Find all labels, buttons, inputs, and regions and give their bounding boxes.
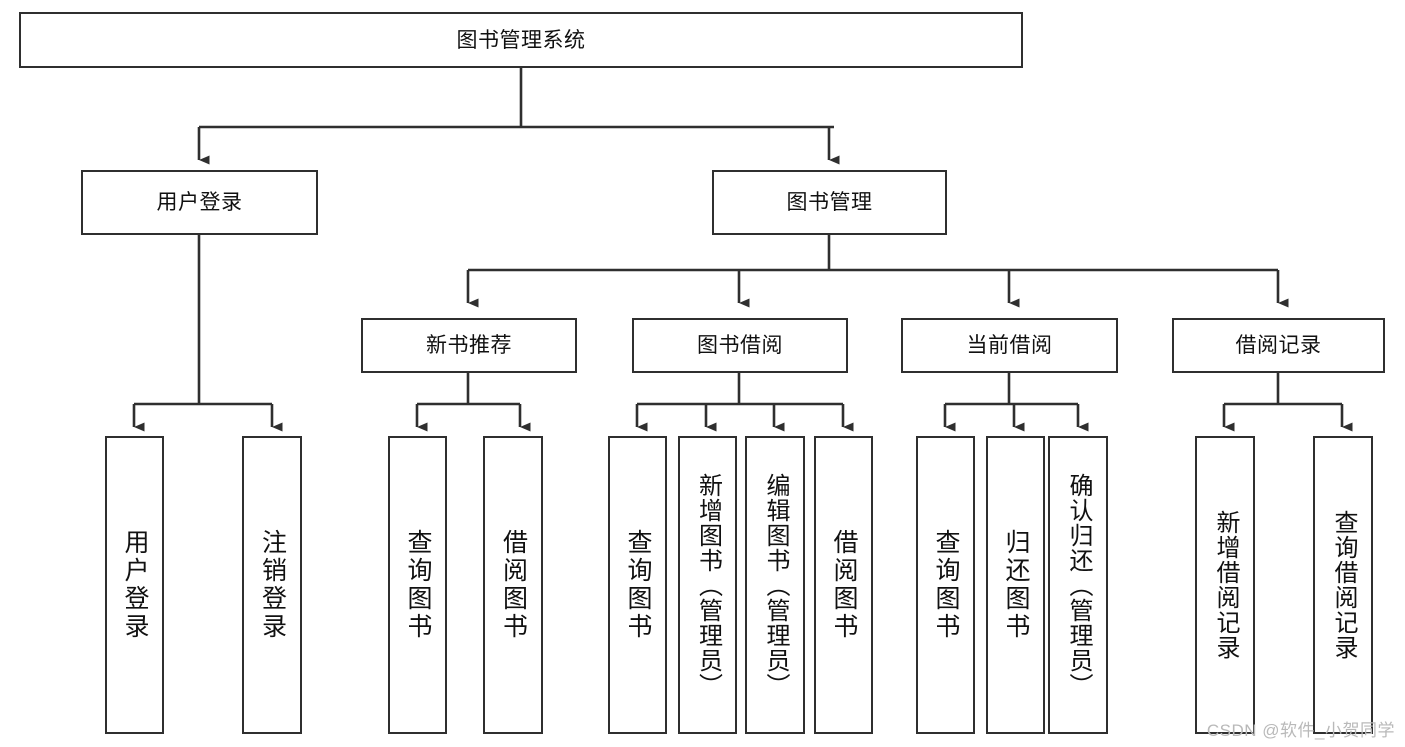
node-leaf-user-login-label: 用户登录	[121, 529, 149, 641]
node-leaf-query-book-3-label: 查询图书	[932, 529, 960, 641]
node-borrow-record-label: 借阅记录	[1235, 334, 1322, 357]
node-leaf-query-book-2-label: 查询图书	[624, 529, 652, 641]
node-current-borrow-label: 当前借阅	[966, 334, 1053, 357]
node-leaf-query-record-label: 查询借阅记录	[1329, 510, 1357, 660]
node-leaf-user-login[interactable]: 用户登录	[105, 436, 164, 734]
node-leaf-add-book-label: 新增图书（管理员）	[694, 472, 722, 698]
node-leaf-borrow-book-1-label: 借阅图书	[499, 529, 528, 641]
node-leaf-add-record-label: 新增借阅记录	[1211, 510, 1239, 660]
node-borrow-record[interactable]: 借阅记录	[1172, 318, 1385, 373]
node-user-login[interactable]: 用户登录	[81, 170, 318, 235]
node-book-borrow-label: 图书借阅	[697, 334, 783, 357]
watermark: CSDN @软件_小贺同学	[1206, 721, 1395, 740]
node-root-label: 图书管理系统	[456, 28, 586, 52]
node-leaf-borrow-book-2[interactable]: 借阅图书	[814, 436, 873, 734]
node-leaf-query-book-1-label: 查询图书	[404, 529, 432, 641]
node-leaf-add-book[interactable]: 新增图书（管理员）	[678, 436, 737, 734]
node-leaf-confirm-return-label: 确认归还（管理员）	[1064, 472, 1092, 698]
node-leaf-logout[interactable]: 注销登录	[242, 436, 302, 734]
node-new-book-rec-label: 新书推荐	[426, 334, 512, 357]
node-book-borrow[interactable]: 图书借阅	[632, 318, 848, 373]
node-user-login-label: 用户登录	[156, 191, 243, 214]
node-leaf-borrow-book-1[interactable]: 借阅图书	[483, 436, 543, 734]
node-leaf-query-book-2[interactable]: 查询图书	[608, 436, 667, 734]
node-new-book-rec[interactable]: 新书推荐	[361, 318, 577, 373]
node-leaf-return-book-label: 归还图书	[1002, 529, 1030, 641]
node-book-manage[interactable]: 图书管理	[712, 170, 947, 235]
node-leaf-query-record[interactable]: 查询借阅记录	[1313, 436, 1373, 734]
node-leaf-edit-book[interactable]: 编辑图书（管理员）	[745, 436, 805, 734]
node-leaf-confirm-return[interactable]: 确认归还（管理员）	[1048, 436, 1108, 734]
node-leaf-query-book-1[interactable]: 查询图书	[388, 436, 447, 734]
node-leaf-return-book[interactable]: 归还图书	[986, 436, 1045, 734]
node-leaf-logout-label: 注销登录	[258, 529, 287, 641]
node-root[interactable]: 图书管理系统	[19, 12, 1023, 68]
node-leaf-edit-book-label: 编辑图书（管理员）	[761, 472, 789, 698]
node-leaf-borrow-book-2-label: 借阅图书	[830, 529, 858, 641]
node-book-manage-label: 图书管理	[786, 191, 873, 214]
node-leaf-query-book-3[interactable]: 查询图书	[916, 436, 975, 734]
node-current-borrow[interactable]: 当前借阅	[901, 318, 1118, 373]
node-leaf-add-record[interactable]: 新增借阅记录	[1195, 436, 1255, 734]
